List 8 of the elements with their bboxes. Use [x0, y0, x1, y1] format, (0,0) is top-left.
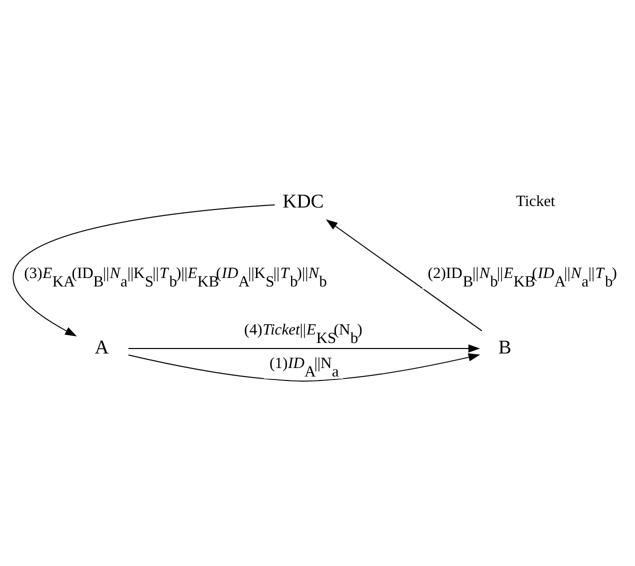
label: Ticket — [516, 193, 556, 210]
node-text: KDC — [282, 191, 324, 212]
node-text: B — [498, 337, 512, 358]
arrow — [128, 344, 480, 353]
node-text: A — [94, 337, 109, 358]
arrow — [12, 204, 276, 336]
arrow — [128, 353, 480, 382]
arrow — [326, 219, 482, 332]
